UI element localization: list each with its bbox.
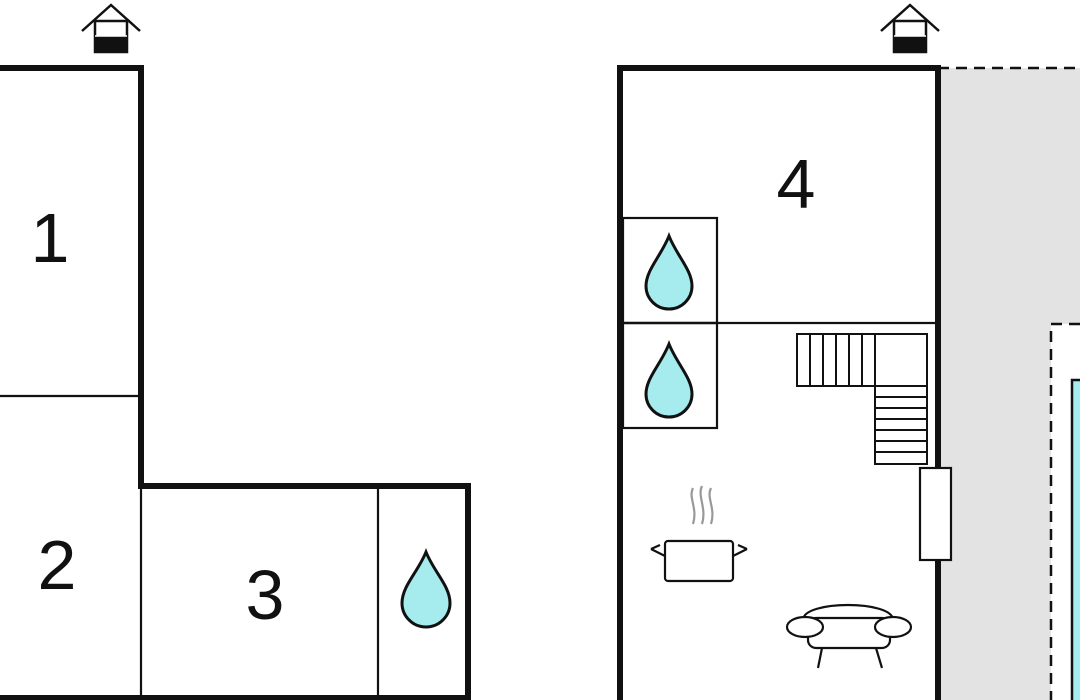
right-building	[617, 65, 941, 700]
bathroom-lower	[621, 321, 719, 430]
room-number-2: 2	[38, 526, 77, 604]
side-door	[918, 466, 953, 562]
house-entrance-icon	[81, 3, 141, 54]
room-number-4: 4	[777, 145, 816, 223]
sofa-icon	[785, 603, 913, 669]
pool-water	[1070, 378, 1080, 700]
left-building	[0, 65, 471, 700]
pool-area	[1049, 322, 1080, 700]
room-number-1: 1	[31, 199, 70, 277]
kitchen-pot-icon	[650, 485, 748, 583]
house-entrance-icon	[880, 3, 940, 54]
bathroom-drop-icon	[400, 547, 452, 629]
staircase-icon	[796, 333, 928, 465]
room-number-3: 3	[246, 556, 285, 634]
bathroom-drop-icon	[644, 231, 694, 311]
bathroom-drop-icon	[644, 339, 694, 419]
